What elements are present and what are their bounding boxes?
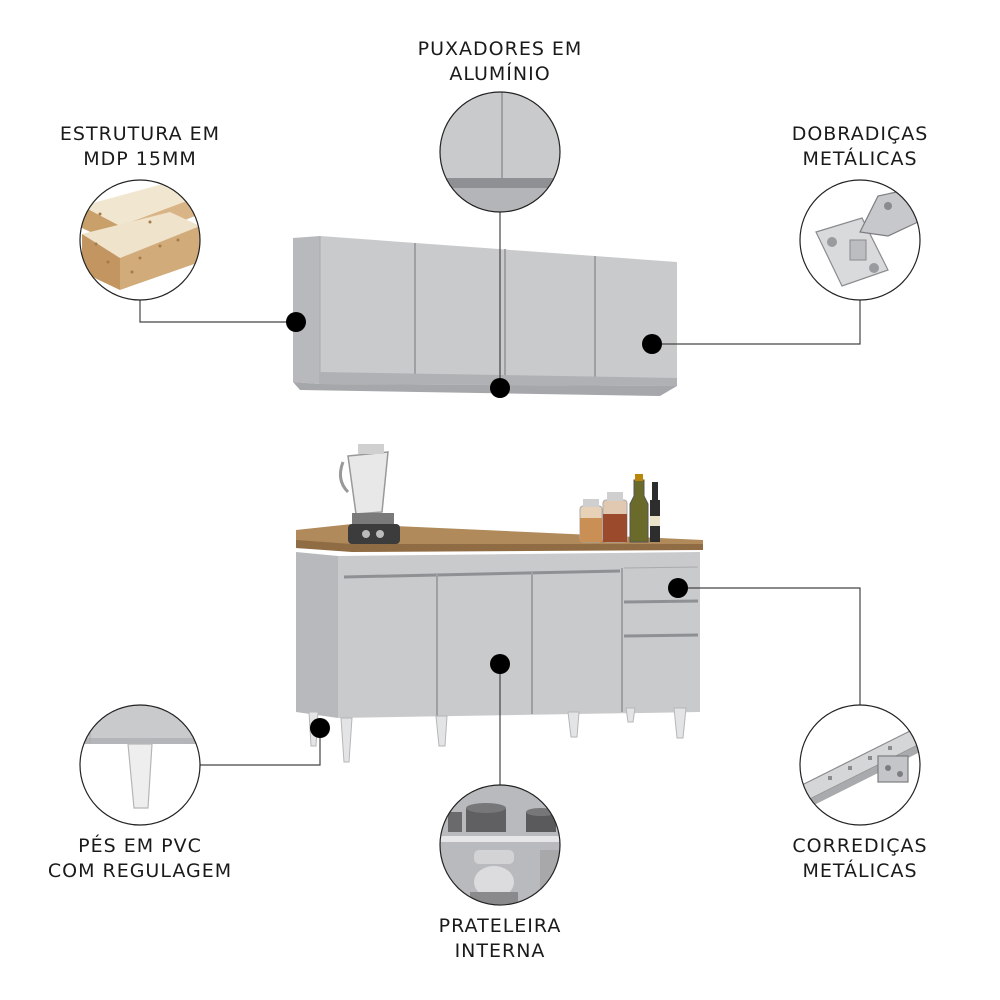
mdp-board-detail-icon	[79, 179, 201, 301]
label-estrutura-line2: MDP 15MM	[83, 148, 197, 170]
marker-pes	[310, 718, 330, 738]
blender	[338, 444, 400, 544]
marker-prateleira	[490, 654, 510, 674]
metal-slide-detail-icon	[799, 704, 921, 826]
label-pes-line2: COM REGULAGEM	[47, 860, 233, 882]
leader-lines	[139, 212, 861, 785]
wall-cabinet	[293, 236, 677, 396]
oil-bottles	[629, 474, 660, 543]
label-prateleira-line1: PRATELEIRA	[438, 915, 562, 937]
marker-puxadores	[490, 378, 510, 398]
metal-hinge-detail-icon	[799, 179, 921, 301]
label-prateleira: PRATELEIRA INTERNA	[400, 914, 600, 964]
spice-jars	[579, 492, 628, 543]
marker-corredicas	[668, 578, 688, 598]
marker-dobradicas	[642, 334, 662, 354]
label-prateleira-line2: INTERNA	[454, 940, 546, 962]
label-dobradicas-line2: METÁLICAS	[802, 148, 918, 170]
inner-shelf-detail-icon	[439, 784, 561, 906]
aluminum-handle-detail-icon	[439, 91, 561, 213]
label-estrutura: ESTRUTURA EM MDP 15MM	[40, 122, 240, 172]
label-puxadores: PUXADORES EM ALUMÍNIO	[400, 37, 600, 87]
markers	[286, 312, 688, 738]
marker-estrutura	[286, 312, 306, 332]
label-puxadores-line2: ALUMÍNIO	[449, 63, 551, 85]
label-corredicas-line1: CORREDIÇAS	[792, 835, 928, 857]
label-corredicas: CORREDIÇAS METÁLICAS	[760, 834, 960, 884]
label-corredicas-line2: METÁLICAS	[802, 860, 918, 882]
label-dobradicas-line1: DOBRADIÇAS	[791, 123, 929, 145]
pvc-foot-detail-icon	[79, 704, 201, 826]
label-pes-line1: PÉS EM PVC	[78, 835, 202, 857]
label-puxadores-line1: PUXADORES EM	[417, 38, 583, 60]
label-dobradicas: DOBRADIÇAS METÁLICAS	[760, 122, 960, 172]
label-pes: PÉS EM PVC COM REGULAGEM	[20, 834, 260, 884]
label-estrutura-line1: ESTRUTURA EM	[59, 123, 221, 145]
